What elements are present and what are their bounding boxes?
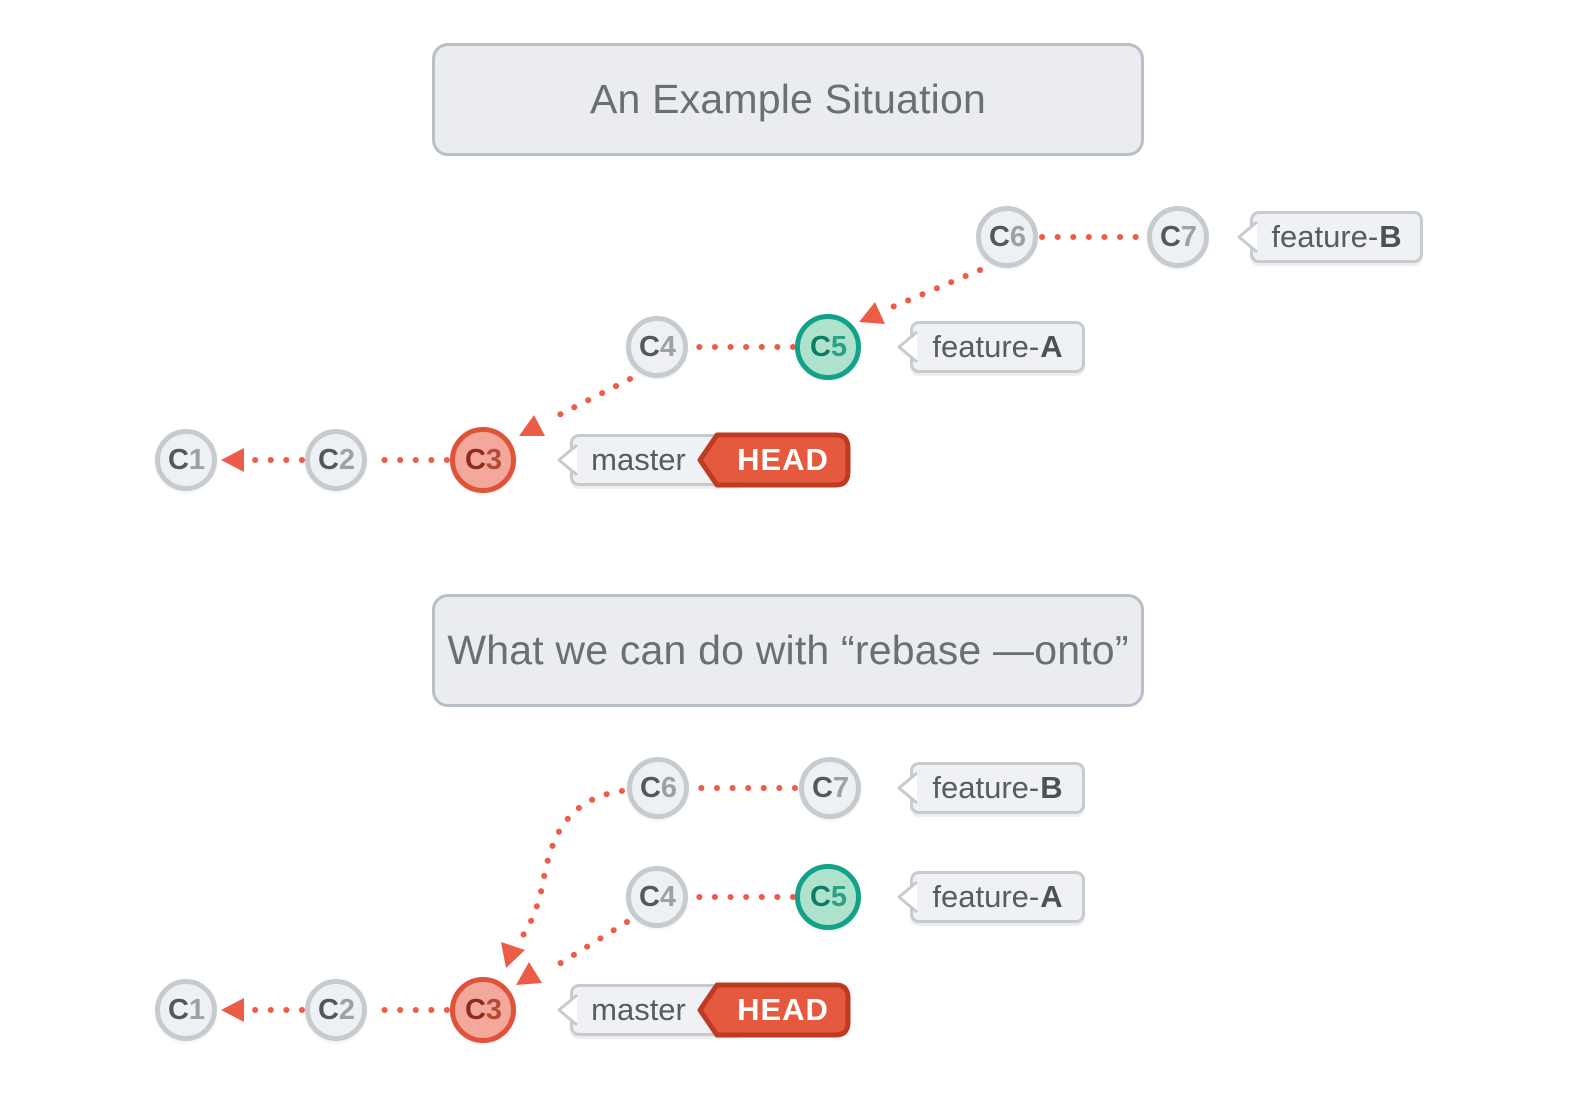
- commit-digit: 4: [659, 330, 676, 363]
- commit-digit: 3: [485, 443, 502, 476]
- branch-label-text: feature-A: [932, 879, 1062, 915]
- commit-digit: 1: [188, 443, 205, 476]
- g2-branch-label-feature-a: feature-A: [897, 871, 1085, 923]
- arrowhead-icon: [859, 302, 885, 324]
- edge2-c6-c3: [515, 788, 625, 945]
- label-suffix: B: [1040, 770, 1063, 805]
- branch-label-text: feature-B: [932, 770, 1062, 806]
- head-label: HEAD: [737, 992, 829, 1027]
- commit-letter: C: [167, 443, 189, 476]
- commit-letter: C: [317, 993, 339, 1026]
- bubble-tail-icon: [557, 993, 578, 1027]
- label-prefix: feature-: [932, 770, 1040, 805]
- commit-letter: C: [811, 771, 833, 804]
- g2-branch-label-feature-b: feature-B: [897, 762, 1085, 814]
- label-prefix: feature-: [932, 879, 1040, 914]
- branch-label-text: master: [591, 992, 686, 1027]
- commit-digit: 1: [188, 993, 205, 1026]
- branch-label-text: feature-B: [1271, 219, 1401, 255]
- g1-branch-label-feature-a: feature-A: [897, 321, 1085, 373]
- g1-head-badge: HEAD: [695, 430, 853, 490]
- commit-letter: C: [638, 880, 660, 913]
- head-badge-shape: [697, 432, 851, 488]
- commit-digit: 5: [830, 330, 847, 363]
- bubble-tail-icon: [897, 771, 918, 805]
- branch-label-text: feature-A: [932, 329, 1062, 365]
- arrowhead-icon: [516, 962, 542, 985]
- label-suffix: A: [1040, 879, 1063, 914]
- label-suffix: B: [1379, 219, 1402, 254]
- commit-digit: 6: [660, 771, 677, 804]
- commit-letter: C: [639, 771, 661, 804]
- commit-digit: 5: [830, 880, 847, 913]
- edge2-c4-c3: [548, 919, 630, 972]
- commit-letter: C: [464, 993, 486, 1026]
- arrowhead-icon: [519, 415, 545, 436]
- commit-digit: 7: [1180, 220, 1197, 253]
- commit-letter: C: [809, 330, 831, 363]
- arrowhead-icon: [221, 448, 244, 472]
- bubble-tail-icon: [557, 443, 578, 477]
- branch-label-text: master: [591, 442, 686, 477]
- commit-letter: C: [167, 993, 189, 1026]
- edge-c4-c3: [548, 376, 633, 422]
- g2-head-badge: HEAD: [695, 980, 853, 1040]
- commit-digit: 2: [338, 993, 355, 1026]
- head-badge-shape: [697, 982, 851, 1038]
- arrowhead-icon: [501, 942, 525, 968]
- commit-digit: 7: [832, 771, 849, 804]
- title-example-situation: An Example Situation: [432, 43, 1144, 156]
- label-prefix: feature-: [1271, 219, 1379, 254]
- bubble-tail-icon: [897, 880, 918, 914]
- commit-digit: 4: [659, 880, 676, 913]
- head-label: HEAD: [737, 442, 829, 477]
- commit-letter: C: [809, 880, 831, 913]
- commit-digit: 2: [338, 443, 355, 476]
- commit-digit: 6: [1009, 220, 1026, 253]
- commit-letter: C: [1159, 220, 1181, 253]
- g1-branch-label-feature-b: feature-B: [1237, 211, 1423, 263]
- title-rebase-onto: What we can do with “rebase —onto”: [432, 594, 1144, 707]
- commit-letter: C: [638, 330, 660, 363]
- commit-letter: C: [317, 443, 339, 476]
- label-suffix: A: [1040, 329, 1063, 364]
- bubble-tail-icon: [1237, 220, 1258, 254]
- edge-c6-c5: [887, 267, 983, 311]
- arrowhead-icon: [221, 998, 244, 1022]
- label-prefix: feature-: [932, 329, 1040, 364]
- commit-digit: 3: [485, 993, 502, 1026]
- commit-letter: C: [988, 220, 1010, 253]
- commit-letter: C: [464, 443, 486, 476]
- bubble-tail-icon: [897, 330, 918, 364]
